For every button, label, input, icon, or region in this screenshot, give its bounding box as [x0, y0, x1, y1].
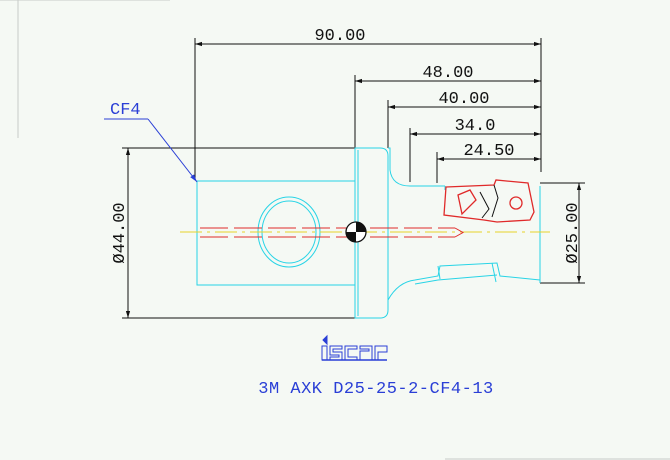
dim-overall-length: 90.00 [314, 27, 365, 46]
dim-shank-diameter: Ø44.00 [111, 202, 130, 263]
cutting-insert [443, 179, 535, 223]
iscar-logo: iscar [321, 334, 388, 361]
insert-screw [479, 184, 499, 219]
callout-label: CF4 [110, 101, 141, 120]
callout-cf4: CF4 [104, 101, 198, 183]
part-number: 3M AXK D25-25-2-CF4-13 [258, 380, 493, 399]
dim-length-24: 24.50 [463, 142, 514, 161]
flange-outline [354, 147, 389, 319]
dim-cutting-diameter: Ø25.00 [564, 202, 583, 263]
dim-length-34: 34.0 [455, 117, 496, 136]
shank-outline [196, 180, 356, 286]
head-upper [388, 147, 445, 187]
head-lower [387, 262, 541, 301]
dim-length-40: 40.00 [438, 90, 489, 109]
center-mark-icon [345, 221, 367, 243]
dimension-lines [122, 38, 585, 319]
dim-length-48: 48.00 [422, 64, 473, 83]
tool-body [196, 147, 541, 319]
